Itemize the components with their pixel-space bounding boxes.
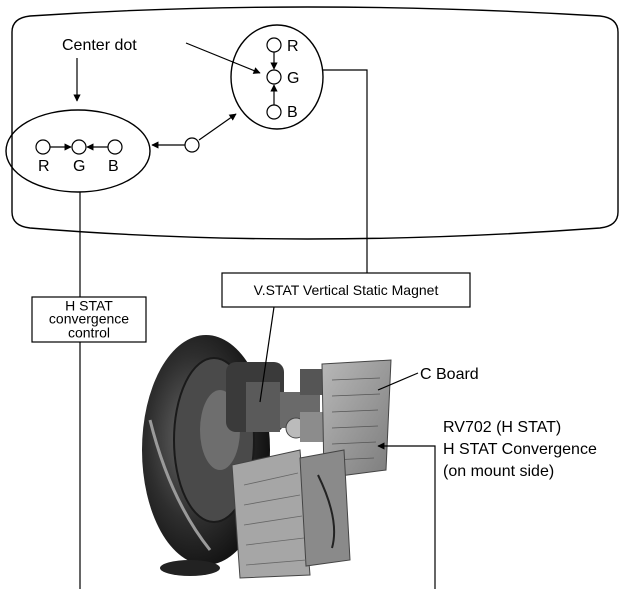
label-r-vertical: R [287,38,299,55]
lower-board [232,450,310,578]
v-stat-leader-line [322,70,367,273]
dot-b-horizontal [108,140,122,154]
rv702-line3: (on mount side) [443,463,554,480]
label-b-vertical: B [287,104,298,121]
dot-g-vertical [267,70,281,84]
label-g-horizontal: G [73,158,85,175]
arrow-connector-right [199,114,236,140]
center-dot-label: Center dot [62,37,137,54]
label-b-horizontal: B [108,158,119,175]
rv702-line2: H STAT Convergence [443,441,597,458]
rv702-line1: RV702 (H STAT) [443,419,561,436]
label-r-horizontal: R [38,158,50,175]
chassis-photo [142,335,391,578]
center-dot-arrow-diagonal [186,43,260,73]
label-g-vertical: G [287,70,299,87]
dot-g-horizontal [72,140,86,154]
dot-r-vertical [267,38,281,52]
dot-r-horizontal [36,140,50,154]
connector-dot [185,138,199,152]
h-stat-label-line3: control [68,325,110,341]
c-board-label: C Board [420,366,479,383]
dot-b-vertical [267,105,281,119]
v-stat-label: V.STAT Vertical Static Magnet [254,282,439,298]
